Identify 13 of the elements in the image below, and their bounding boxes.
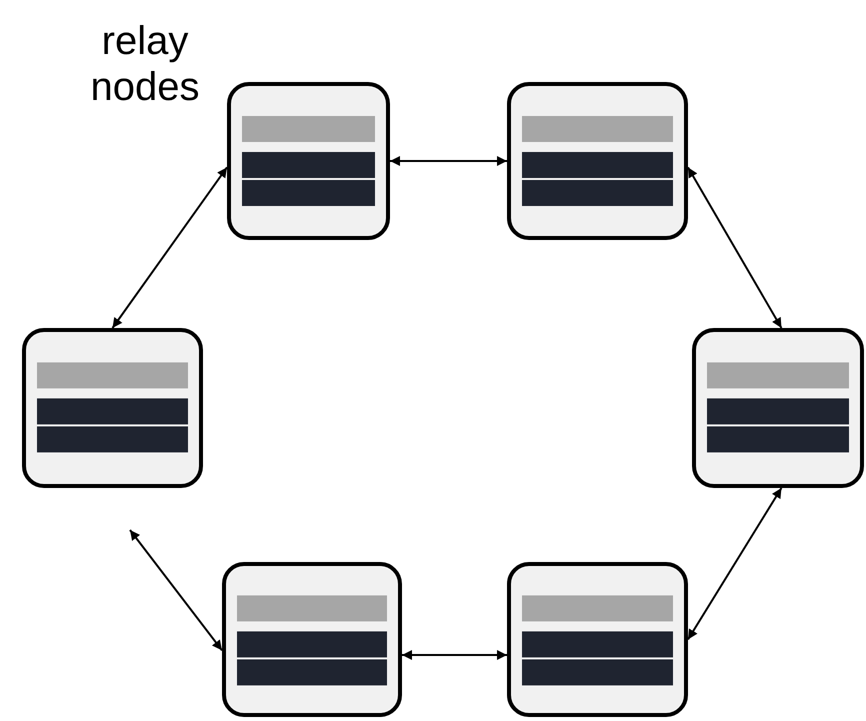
server-box: [227, 82, 390, 240]
group-label: relay nodes: [90, 18, 200, 110]
server-box: [692, 328, 864, 488]
arrow: [390, 156, 507, 166]
arrow: [402, 650, 507, 660]
arrow: [112, 166, 228, 329]
server-box: [507, 562, 688, 717]
server-box: [507, 82, 688, 240]
arrow: [687, 166, 782, 328]
server-box: [222, 562, 402, 717]
arrow: [129, 529, 223, 651]
server-box: [22, 328, 203, 488]
arrow: [687, 487, 782, 640]
